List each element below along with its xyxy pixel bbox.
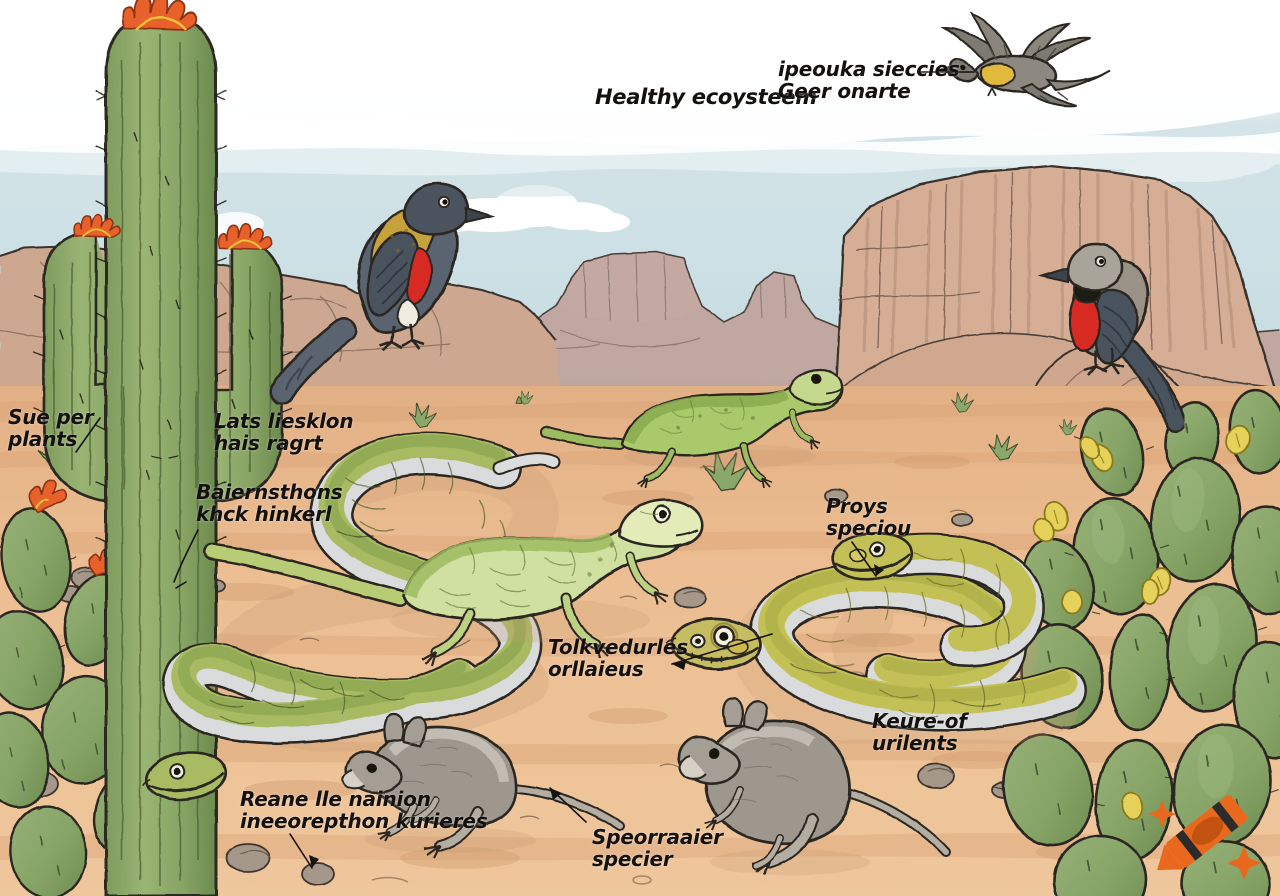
kangaroo-rat-right xyxy=(677,696,951,876)
lizard-binomial-label: Tolkvedurles orllaieus xyxy=(548,635,688,682)
leader-tolveduries xyxy=(671,633,773,665)
lizard-habitat-label: Lats liesklon hais ragrt xyxy=(214,409,354,456)
leader-proys-snake xyxy=(851,541,877,577)
keystone-nutrients-label: Keure-of urilents xyxy=(872,709,967,756)
snake-left xyxy=(142,431,561,801)
leader-super-plants xyxy=(75,417,101,453)
succulent-plants-label: Sue per plants xyxy=(8,405,94,452)
rodent-binomial-label: Reane lle nainion ineeorepthon kurieres xyxy=(240,787,488,834)
flying-bird xyxy=(935,12,1111,108)
leader-tick xyxy=(175,581,187,589)
healthy-ecosystem-title: Healthy ecoysteem xyxy=(595,85,817,109)
craiyon-crayon-watermark xyxy=(1148,795,1261,880)
scavenger-species-label: Speorraaier specier xyxy=(592,825,723,872)
green-lizard-foreground xyxy=(203,498,704,667)
keystone-species-label: ipeouka sieccies Geer onarte xyxy=(778,57,960,104)
leader-baiernsthons xyxy=(173,529,199,583)
green-lizard-background xyxy=(540,368,844,489)
prey-species-label: Proys speciou xyxy=(826,494,912,541)
snake-predator-label: Baiernsthons khck hinkerl xyxy=(196,480,343,527)
perched-bird-left xyxy=(269,182,496,405)
saguaro-bloom xyxy=(73,0,273,251)
leader-arrowheads xyxy=(309,564,884,868)
perched-bird-right xyxy=(1038,242,1187,433)
kangaroo-rat-left xyxy=(341,712,625,859)
snake-right xyxy=(665,531,1087,754)
leader-rodent xyxy=(289,833,313,869)
